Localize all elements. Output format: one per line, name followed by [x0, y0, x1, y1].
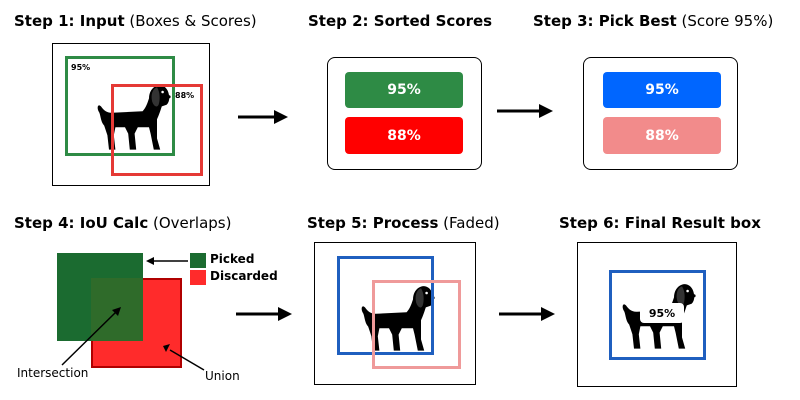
- intersection-label: Intersection: [17, 366, 89, 380]
- step6-title: Step 6: Final Result box: [559, 214, 761, 232]
- arrow-right-icon: [497, 104, 553, 118]
- legend-picked-swatch: [190, 253, 206, 268]
- score-88-bar: 88%: [345, 117, 463, 154]
- green-box: [65, 56, 175, 156]
- step5-title: Step 5: Process (Faded): [307, 214, 500, 232]
- union-label: Union: [205, 369, 240, 383]
- picked-blue-box: [337, 256, 434, 355]
- arrow-right-icon: [236, 307, 292, 321]
- step1-panel: 95% 88%: [52, 43, 210, 186]
- score-label-95: 95%: [71, 63, 91, 72]
- legend-discarded-label: Discarded: [210, 269, 278, 283]
- legend-picked-label: Picked: [210, 252, 255, 266]
- step3-title: Step 3: Pick Best (Score 95%): [533, 12, 774, 30]
- step1-title: Step 1: Input (Boxes & Scores): [14, 12, 257, 30]
- step5-panel: [314, 242, 476, 385]
- red-box: [111, 84, 203, 176]
- step2-panel: 95% 88%: [327, 57, 482, 170]
- step3-panel: 95% 88%: [583, 57, 738, 170]
- step6-panel: 95%: [577, 242, 737, 387]
- legend-discarded-swatch: [190, 270, 206, 285]
- step2-title: Step 2: Sorted Scores: [308, 12, 493, 30]
- final-score-badge: 95%: [640, 303, 684, 323]
- final-blue-box: [609, 270, 706, 360]
- arrow-right-icon: [499, 307, 555, 321]
- score-88-faded-bar: 88%: [603, 117, 721, 154]
- score-95-bar: 95%: [345, 72, 463, 108]
- score-95-best-bar: 95%: [603, 72, 721, 108]
- faded-red-box: [372, 280, 461, 369]
- arrow-right-icon: [238, 110, 288, 124]
- step4-title: Step 4: IoU Calc (Overlaps): [14, 214, 232, 232]
- score-label-88: 88%: [175, 91, 195, 100]
